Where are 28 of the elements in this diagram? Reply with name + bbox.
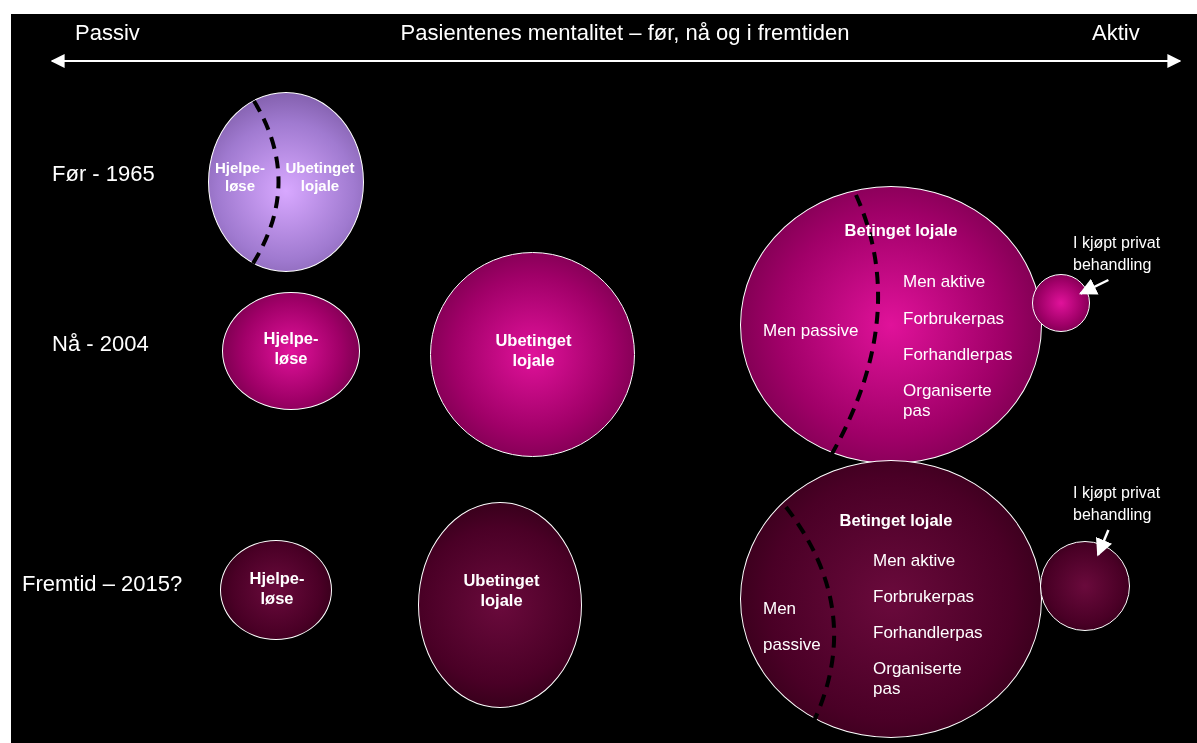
- row-label: Fremtid – 2015?: [22, 571, 183, 598]
- group-item: Men passive: [763, 321, 860, 342]
- axis-end-label: Passiv: [75, 20, 140, 47]
- group-item: Forhandlerpas: [873, 623, 984, 644]
- group-item: Organiserte pas: [873, 659, 963, 700]
- arrow: [1079, 278, 1109, 295]
- group-item: Forbrukerpas: [903, 309, 1006, 330]
- group-item: Organiserte pas: [903, 381, 993, 422]
- group-label: Hjelpe- løse: [248, 569, 306, 609]
- group-item: Forbrukerpas: [873, 587, 976, 608]
- row-label: Før - 1965: [52, 161, 155, 188]
- group-label: Ubetinget lojale: [462, 571, 541, 611]
- group-label: Ubetinget lojale: [284, 159, 356, 195]
- group-item: Men aktive: [873, 551, 957, 572]
- arrow: [1096, 529, 1113, 557]
- group-label: Ubetinget lojale: [494, 331, 573, 371]
- group-item: Forhandlerpas: [903, 345, 1014, 366]
- chart-title: Pasientenes mentalitet – før, nå og i fremtiden: [399, 20, 851, 47]
- axis-end-label: Aktiv: [1092, 20, 1140, 47]
- group-item: Men aktive: [903, 272, 987, 293]
- group-label: Betinget lojale: [843, 221, 959, 241]
- annotation-text: I kjøpt privat behandling: [1073, 232, 1191, 276]
- group-label: Hjelpe- løse: [214, 159, 266, 195]
- group-item: Men passive: [763, 598, 822, 656]
- group-label: Betinget lojale: [838, 511, 954, 531]
- group-label: Hjelpe- løse: [262, 329, 320, 369]
- row-label: Nå - 2004: [52, 331, 149, 358]
- annotation-text: I kjøpt privat behandling: [1073, 482, 1191, 526]
